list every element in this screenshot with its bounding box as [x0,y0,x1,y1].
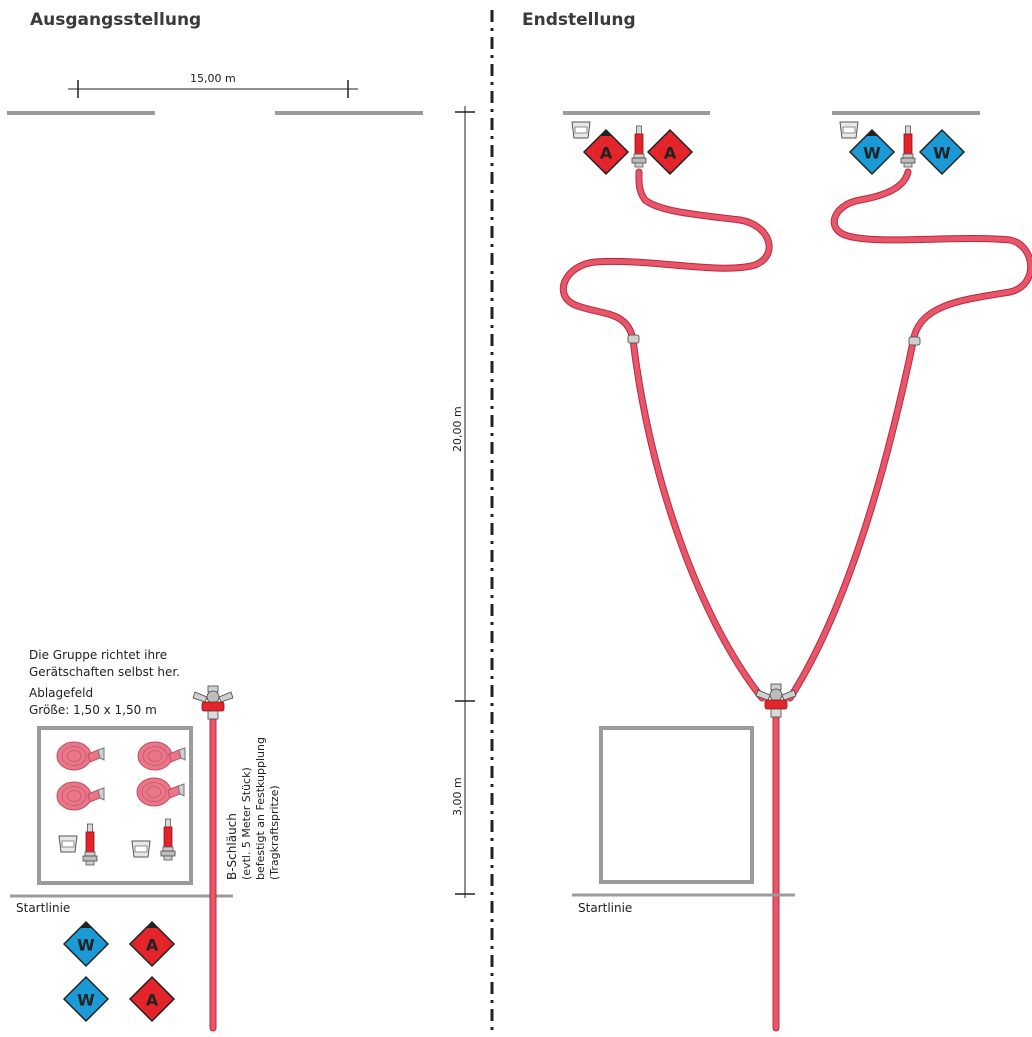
hose-roll-icon [137,741,186,771]
hose-note-line2: (evtl. 5 Meter Stück) [240,767,253,880]
svg-text:A: A [664,144,677,163]
hose-roll-icon [56,781,105,811]
attack-marker-icon: A [647,129,693,175]
water-marker-icon: W [63,976,109,1022]
right-panel-title: Endstellung [522,10,636,30]
hose-note: B-Schläuch (evtl. 5 Meter Stück) befesti… [225,737,281,880]
svg-text:A: A [146,991,159,1010]
bucket-icon [571,121,591,139]
nozzle-icon [631,125,647,168]
note-line2: Gerätschaften selbst her. [29,665,180,679]
length-dimension-main-label: 20,00 m [451,406,464,452]
attack-marker-icon: A [583,129,629,175]
nozzle-icon [900,125,916,168]
storage-field-right [599,726,754,884]
hose-right [559,168,1032,1032]
water-marker-icon: W [849,129,895,175]
start-line-right-label: Startlinie [578,901,632,915]
nozzle-icon [82,823,98,866]
water-marker-icon: W [63,921,109,967]
svg-text:A: A [146,936,159,955]
bucket-icon [58,835,78,853]
hose-roll-icon [56,741,105,771]
bucket-icon [839,121,859,139]
coupling-icon [627,334,640,344]
bucket-icon [131,840,151,858]
hose-note-line1: B-Schläuch [225,813,239,880]
width-dimension-label: 15,00 m [190,72,236,85]
attack-marker-icon: A [129,921,175,967]
start-line-left-label: Startlinie [16,901,70,915]
width-dimension: 15,00 m [68,72,358,98]
field-label: Ablagefeld [29,686,93,700]
svg-text:W: W [77,936,95,955]
distributor-icon [192,685,234,720]
water-marker-icon: W [919,129,965,175]
svg-text:W: W [863,144,881,163]
svg-text:A: A [600,144,613,163]
svg-text:W: W [77,991,95,1010]
field-size: Größe: 1,50 x 1,50 m [29,703,157,717]
left-panel-title: Ausgangsstellung [30,10,201,30]
length-dimension: 20,00 m 3,00 m [451,106,475,898]
hose-note-line3: befestigt an Festkupplung [254,737,267,880]
coupling-icon [908,336,921,346]
storage-field-left [37,726,193,885]
svg-text:W: W [933,144,951,163]
length-dimension-lower-label: 3,00 m [451,777,464,816]
hose-roll-icon [136,777,185,807]
attack-marker-icon: A [129,976,175,1022]
note-line1: Die Gruppe richtet ihre [29,648,167,662]
hose-note-line4: (Tragkraftspritze) [268,785,281,880]
nozzle-icon [160,818,176,861]
